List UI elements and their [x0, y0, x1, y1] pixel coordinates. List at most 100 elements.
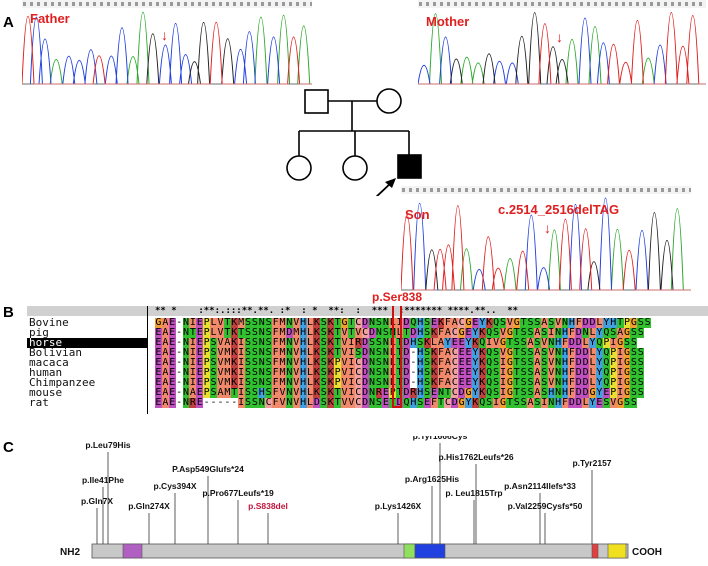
mother-chrom-base-call — [433, 2, 436, 6]
residue-cell: T — [396, 347, 404, 358]
residue-cell: N — [547, 337, 555, 348]
residue-cell: F — [437, 377, 445, 388]
residue-cell: - — [409, 357, 417, 368]
son-chrom-base-call — [528, 188, 531, 192]
residue-cell: V — [609, 397, 617, 408]
residue-cell: S — [265, 347, 273, 358]
residue-cell: E — [196, 317, 204, 328]
son-chrom-base-call — [654, 188, 657, 192]
residue-cell: K — [230, 377, 238, 388]
residue-cell: M — [223, 377, 231, 388]
residue-cell: N — [368, 347, 376, 358]
residue-cell: S — [244, 347, 252, 358]
residue-cell: I — [237, 387, 245, 398]
residue-cell: H — [561, 367, 569, 378]
residue-cell: S — [320, 347, 328, 358]
residue-cell: D — [368, 327, 376, 338]
residue-cell: E — [155, 327, 162, 338]
residue-cell: G — [499, 337, 507, 348]
sequence-row: EAE-NRE-----ISSNCFVNVHLDSKTVVCDNSETDQHSE… — [155, 398, 651, 408]
residue-cell: Y — [596, 347, 603, 358]
residue-cell: G — [623, 357, 631, 368]
residue-cell: P — [203, 337, 211, 348]
residue-cell: I — [616, 357, 624, 368]
residue-cell: V — [292, 347, 300, 358]
residue-cell: C — [265, 397, 273, 408]
father-chrom-base-call — [261, 2, 264, 6]
residue-cell: N — [285, 367, 293, 378]
son-chrom-base-call — [416, 188, 419, 192]
residue-cell: H — [409, 397, 417, 408]
species-label: rat — [29, 396, 49, 409]
father-chrom-base-call — [30, 2, 33, 6]
mutation-label: p.Gln7X — [81, 496, 113, 506]
father-arrow: ↓ — [161, 27, 168, 43]
son-chrom-base-call — [570, 188, 573, 192]
son-chrom-trace-G — [401, 212, 691, 291]
residue-cell: T — [513, 367, 521, 378]
residue-cell: E — [168, 327, 176, 338]
mutation-label: p.Tyr1666Cys — [413, 436, 468, 441]
residue-cell: E — [155, 397, 162, 408]
residue-cell: N — [285, 397, 293, 408]
residue-cell: E — [458, 337, 466, 348]
residue-cell: S — [520, 337, 528, 348]
residue-cell: A — [451, 317, 459, 328]
mother-chrom-base-call — [608, 2, 611, 6]
residue-cell: Y — [471, 347, 479, 358]
residue-cell: S — [320, 327, 328, 338]
residue-cell: N — [382, 337, 390, 348]
residue-cell: S — [492, 367, 500, 378]
residue-cell: D — [403, 377, 410, 388]
residue-cell: H — [547, 387, 555, 398]
residue-cell: K — [230, 327, 238, 338]
residue-cell: Q — [485, 327, 493, 338]
residue-cell: D — [582, 317, 590, 328]
mutation-label: p.His1762Leufs*26 — [438, 452, 513, 462]
residue-cell: L — [306, 387, 314, 398]
residue-cell: H — [416, 327, 424, 338]
residue-cell: K — [313, 337, 321, 348]
residue-cell: T — [513, 327, 521, 338]
son-chrom-base-call — [598, 188, 601, 192]
residue-cell: G — [623, 347, 631, 358]
mother-chrom-base-call — [664, 2, 667, 6]
mother-chrom-base-call — [482, 2, 485, 6]
residue-cell: S — [265, 317, 273, 328]
mother-chrom-base-call — [559, 2, 562, 6]
mother-chrom-base-call — [524, 2, 527, 6]
residue-cell: F — [561, 337, 569, 348]
residue-cell: S — [520, 367, 528, 378]
residue-cell: T — [334, 317, 342, 328]
panel-a-letter: A — [3, 14, 14, 31]
residue-cell: N — [285, 347, 293, 358]
residue-cell: D — [568, 397, 576, 408]
protein-domain-map: NH2 COOH p.Gln7Xp.Ile41Phep.Leu79Hisp.Gl… — [60, 436, 662, 559]
domain-blue — [414, 543, 446, 559]
residue-cell: N — [382, 317, 390, 328]
chromatogram-father — [22, 0, 312, 85]
residue-cell: E — [155, 357, 162, 368]
residue-cell: L — [210, 327, 218, 338]
panel-c-letter: C — [3, 439, 14, 456]
residue-cell: N — [382, 367, 390, 378]
residue-cell: V — [547, 347, 555, 358]
son-chrom-base-call — [535, 188, 538, 192]
residue-cell: K — [327, 327, 335, 338]
residue-cell: H — [568, 317, 576, 328]
son-chrom-base-call — [465, 188, 468, 192]
residue-cell: S — [547, 317, 555, 328]
residue-cell: D — [361, 337, 369, 348]
residue-cell: S — [630, 367, 638, 378]
residue-cell: I — [540, 397, 548, 408]
residue-cell: D — [285, 327, 293, 338]
residue-cell: K — [327, 397, 335, 408]
residue-cell: A — [437, 337, 445, 348]
residue-cell: L — [306, 317, 314, 328]
residue-cell: S — [320, 367, 328, 378]
residue-cell: P — [334, 367, 342, 378]
residue-cell: S — [492, 377, 500, 388]
father-chrom-base-call — [72, 2, 75, 6]
son-chrom-base-call — [661, 188, 664, 192]
sequence-row: EAE-NIEPSVMKISSNSFMNVHLKSKTVISDNSNLTD-HS… — [155, 348, 651, 358]
